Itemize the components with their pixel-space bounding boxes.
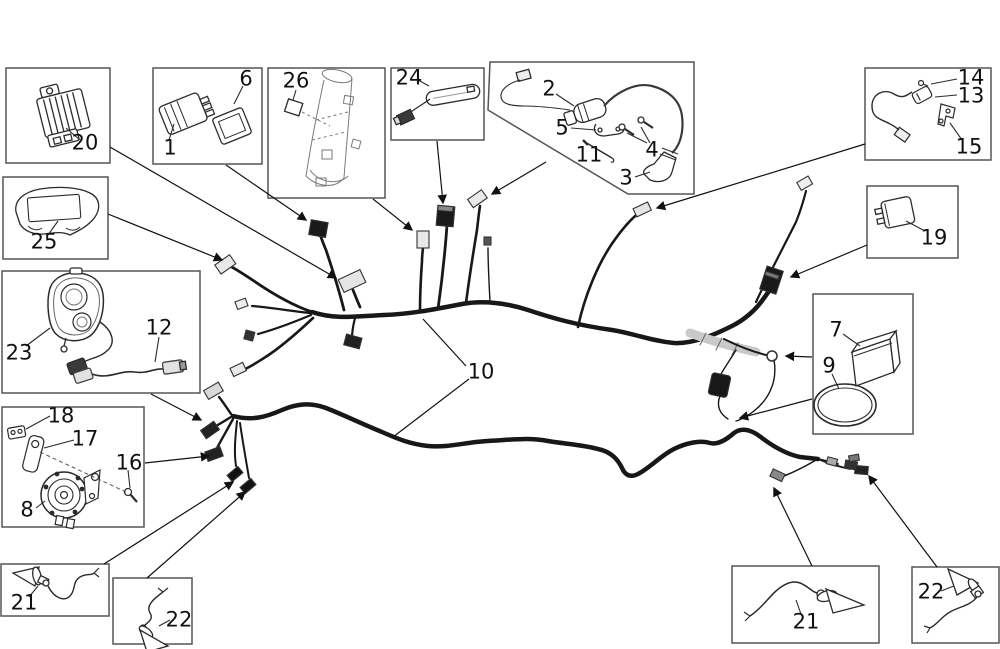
harness-lower-trunk [230, 402, 821, 478]
callout-19: 19 [920, 225, 948, 250]
callout-21-right: 21 [792, 609, 820, 634]
callout-9: 9 [822, 353, 836, 378]
cluster-part [15, 186, 100, 236]
headlight-part [25, 267, 188, 384]
callout-13: 13 [957, 83, 985, 108]
callout-14: 14 [957, 65, 985, 90]
callout-18: 18 [47, 403, 75, 428]
callout-20: 20 [71, 130, 99, 155]
ignition-coil-part [500, 68, 684, 183]
battery-part [813, 329, 901, 427]
sensor-part [871, 78, 963, 143]
box-cluster-25 [2, 176, 109, 260]
callout-7: 7 [829, 317, 843, 342]
box-ecu-1-6 [152, 67, 263, 165]
callout-5: 5 [555, 115, 569, 140]
turn-signal-22-mid [138, 587, 171, 649]
callout-1: 1 [163, 135, 177, 160]
callout-15: 15 [955, 134, 983, 159]
callout-22-right: 22 [917, 579, 945, 604]
callout-26: 26 [282, 68, 310, 93]
box-signal-22-right [911, 566, 1000, 644]
box-part-24 [390, 67, 485, 141]
callout-24: 24 [395, 65, 423, 90]
callout-12: 12 [145, 315, 173, 340]
box-relay-19 [866, 185, 959, 259]
callout-16: 16 [115, 450, 143, 475]
horn-part [6, 415, 138, 530]
callout-17: 17 [71, 426, 99, 451]
harness-connectors [199, 175, 869, 495]
wire-harness [209, 189, 851, 479]
relay-part [874, 196, 926, 232]
part-boxes [0, 61, 1000, 645]
callout-4: 4 [645, 137, 659, 162]
lamp-part-24 [392, 79, 481, 126]
ecu-part [158, 85, 252, 145]
box-frame-26 [267, 67, 386, 199]
box-battery-7-9 [812, 293, 914, 435]
box-signal-21-right [731, 565, 880, 644]
box-sensor-13-15 [864, 67, 992, 161]
turn-signal-21-left [11, 566, 100, 600]
box-coil-2-3 [487, 61, 695, 195]
callout-8: 8 [20, 497, 34, 522]
callout-6: 6 [239, 66, 253, 91]
harness-upper-trunk [309, 284, 775, 346]
callout-3: 3 [619, 165, 633, 190]
callout-25: 25 [30, 229, 58, 254]
box-headlight-23-12 [1, 270, 201, 394]
box-regulator-20 [5, 67, 111, 164]
turn-signal-22-right [923, 567, 985, 634]
callout-23: 23 [5, 340, 33, 365]
callout-2: 2 [542, 76, 556, 101]
frame-part [283, 68, 362, 187]
regulator-part [36, 83, 91, 148]
callout-11: 11 [575, 142, 603, 167]
callout-10: 10 [467, 359, 495, 384]
callout-21-left: 21 [10, 590, 38, 615]
box-signal-21-left [0, 563, 110, 617]
leader-arrows [103, 140, 938, 579]
callout-22-mid: 22 [165, 607, 193, 632]
turn-signal-21-right [743, 581, 867, 622]
